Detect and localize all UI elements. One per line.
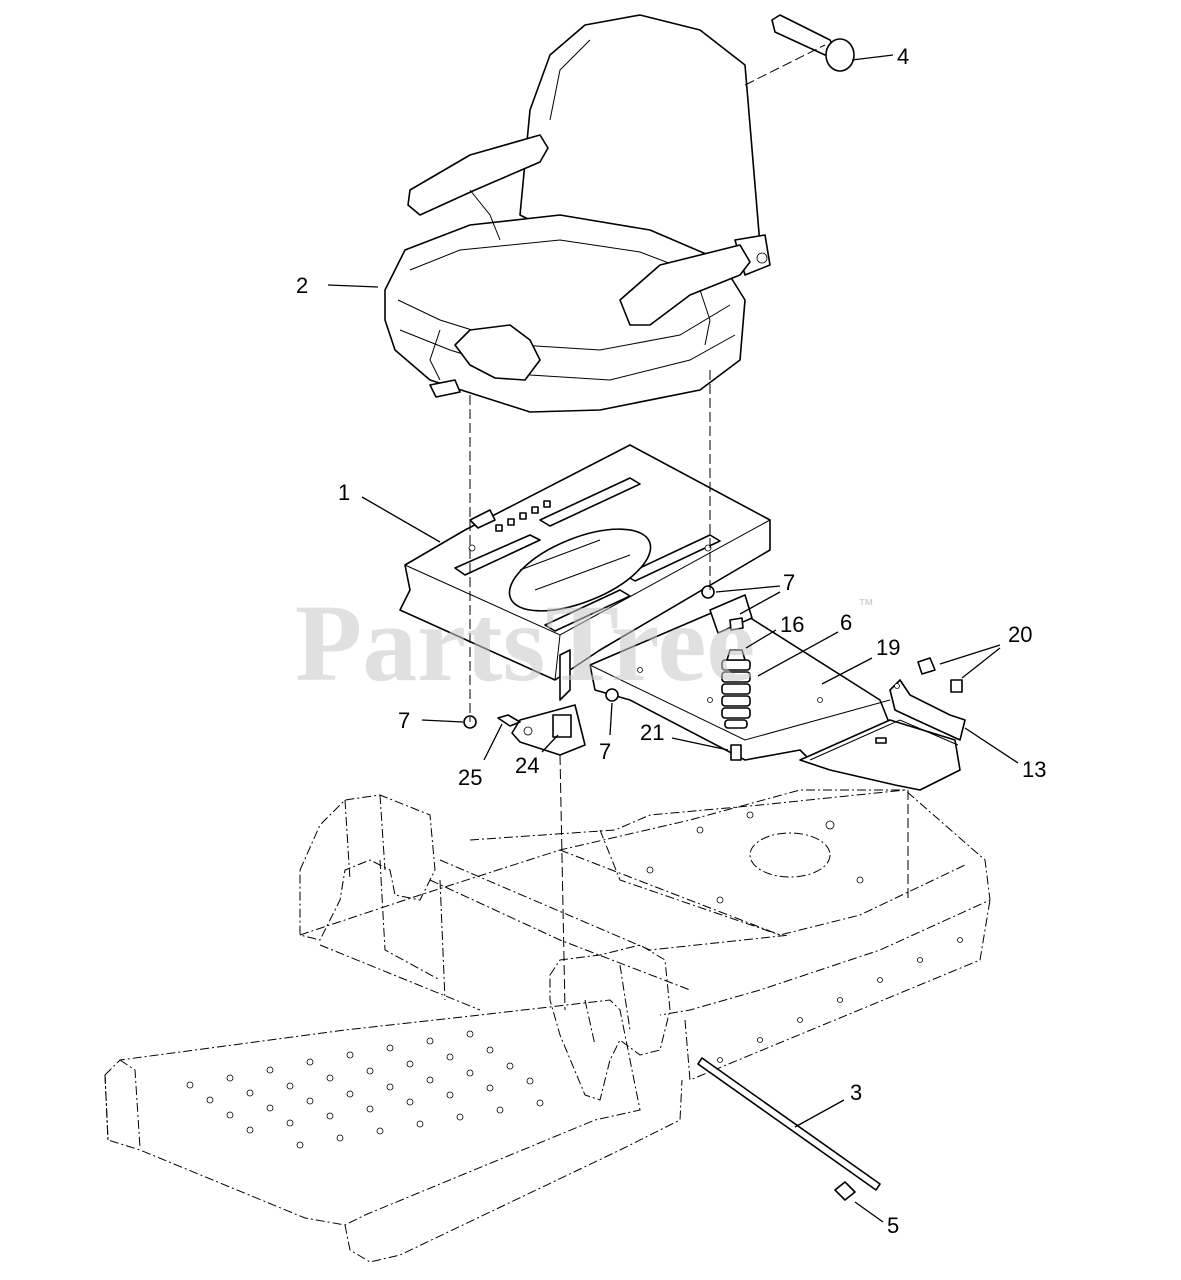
svg-text:16: 16 xyxy=(780,612,804,637)
watermark-trademark: ™ xyxy=(858,597,874,614)
callouts: 4 2 1 7 16 6 19 20 xyxy=(296,44,1046,1238)
watermark: PartsTree ™ xyxy=(295,582,874,704)
seat-assembly xyxy=(384,14,771,413)
svg-text:5: 5 xyxy=(887,1213,899,1238)
callout-7-top: 7 xyxy=(715,570,795,615)
svg-text:25: 25 xyxy=(458,765,482,790)
watermark-text: PartsTree xyxy=(295,582,755,704)
svg-text:7: 7 xyxy=(599,739,611,764)
svg-text:6: 6 xyxy=(840,610,852,635)
svg-text:4: 4 xyxy=(897,44,909,69)
svg-text:19: 19 xyxy=(876,635,900,660)
hardware xyxy=(463,585,963,761)
deck-holes xyxy=(186,811,963,1149)
callout-6: 6 xyxy=(757,610,852,677)
callout-16: 16 xyxy=(745,612,804,649)
svg-text:7: 7 xyxy=(783,570,795,595)
callout-20: 20 xyxy=(939,622,1032,679)
callout-25: 25 xyxy=(458,723,503,790)
callout-4: 4 xyxy=(851,44,909,69)
svg-text:2: 2 xyxy=(296,273,308,298)
seat-mount-plate xyxy=(399,444,771,681)
callout-13: 13 xyxy=(964,727,1046,782)
svg-text:13: 13 xyxy=(1022,757,1046,782)
callout-7-left: 7 xyxy=(398,708,464,733)
callout-19: 19 xyxy=(821,635,900,685)
mower-frame xyxy=(104,789,991,1263)
svg-text:20: 20 xyxy=(1008,622,1032,647)
callout-24: 24 xyxy=(515,734,559,778)
spring xyxy=(721,649,751,729)
callout-1: 1 xyxy=(338,480,441,543)
callout-2: 2 xyxy=(296,273,379,298)
svg-text:1: 1 xyxy=(338,480,350,505)
hinge-pin xyxy=(697,1057,881,1201)
svg-text:7: 7 xyxy=(398,708,410,733)
callout-5: 5 xyxy=(854,1201,899,1238)
callout-7-middle: 7 xyxy=(599,702,613,764)
callout-21: 21 xyxy=(640,720,729,751)
svg-text:24: 24 xyxy=(515,753,539,778)
callout-3: 3 xyxy=(794,1080,862,1128)
assembly-lines xyxy=(469,370,909,1011)
svg-text:21: 21 xyxy=(640,720,664,745)
svg-text:3: 3 xyxy=(850,1080,862,1105)
seat-adjust-knob xyxy=(744,14,855,86)
seat-latch xyxy=(511,649,586,756)
